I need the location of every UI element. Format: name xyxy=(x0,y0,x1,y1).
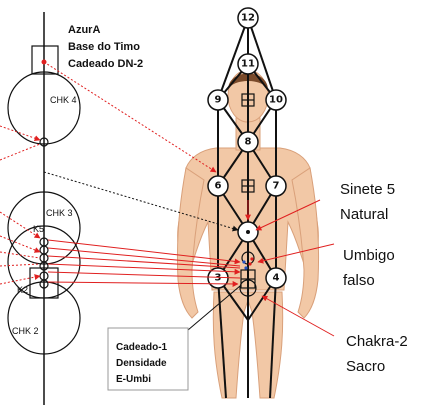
cadeado-dn2-label: Cadeado DN-2 xyxy=(68,58,143,70)
svg-text:11: 11 xyxy=(241,59,255,70)
right-annotations: Sinete 5 Natural Umbigo falso Chakra-2 S… xyxy=(340,181,408,375)
falso-label: falso xyxy=(343,272,375,289)
svg-text:10: 10 xyxy=(269,95,283,106)
svg-text:9: 9 xyxy=(215,95,222,106)
chakra-column xyxy=(7,12,81,405)
black-connector-lines xyxy=(43,171,241,331)
chk3-label: CHK 3 xyxy=(46,208,73,218)
k5-label: K5 xyxy=(33,224,44,234)
svg-text:7: 7 xyxy=(273,181,280,192)
svg-text:12: 12 xyxy=(241,13,255,24)
chk4-small-circle xyxy=(39,137,49,147)
k2-square xyxy=(29,267,59,299)
node-4: 4 xyxy=(265,267,287,289)
svg-text:4: 4 xyxy=(273,273,280,284)
chk4-label: CHK 4 xyxy=(50,95,77,105)
node-11: 11 xyxy=(237,53,259,75)
node-8: 8 xyxy=(237,131,259,153)
red-connector-lines xyxy=(0,61,335,337)
navel-dots xyxy=(242,257,254,270)
cadeado1-label: Cadeado-1 xyxy=(116,342,168,353)
chk2-circle xyxy=(7,281,81,355)
node-7: 7 xyxy=(265,175,287,197)
body-grid-squares xyxy=(239,93,257,297)
sinete-label: Sinete 5 xyxy=(340,181,395,198)
node-6: 6 xyxy=(207,175,229,197)
node-5-sinete xyxy=(237,221,259,243)
azura-annotation: AzurA Base do Timo Cadeado DN-2 xyxy=(68,24,143,70)
chk4-circle xyxy=(7,71,81,145)
e-umbi-label: E-Umbi xyxy=(116,374,151,385)
k2-label: K2 xyxy=(17,285,28,295)
umbigo-label: Umbigo xyxy=(343,247,395,264)
densidade-label: Densidade xyxy=(116,358,167,369)
timo-base-label: Base do Timo xyxy=(68,41,140,53)
svg-text:6: 6 xyxy=(215,181,222,192)
timo-square xyxy=(31,45,59,75)
svg-text:3: 3 xyxy=(215,273,222,284)
azura-title: AzurA xyxy=(68,24,100,36)
chk2-label: CHK 2 xyxy=(12,326,39,336)
chk3-circle xyxy=(7,191,81,265)
node-12: 12 xyxy=(237,7,259,29)
chakra2-label: Chakra-2 xyxy=(346,333,408,350)
node-9: 9 xyxy=(207,89,229,111)
node-10: 10 xyxy=(265,89,287,111)
cadeado-box: Cadeado-1 Densidade E-Umbi xyxy=(107,327,189,391)
svg-text:8: 8 xyxy=(245,137,252,148)
sacro-label: Sacro xyxy=(346,358,385,375)
natural-label: Natural xyxy=(340,206,388,223)
